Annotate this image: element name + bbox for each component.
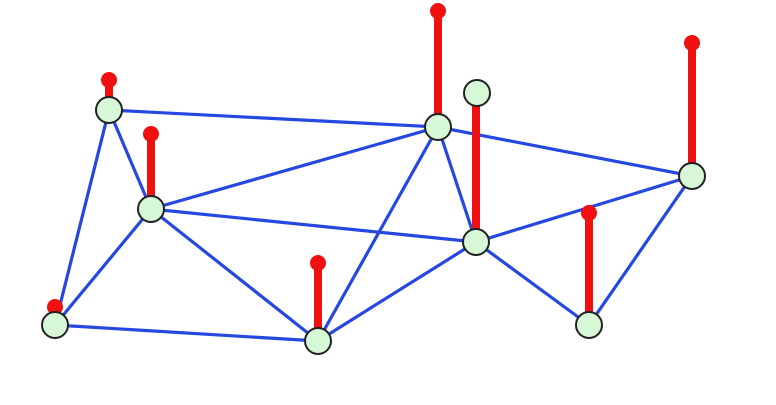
node-n5	[424, 113, 452, 141]
node-n2	[137, 195, 165, 223]
node-n7	[678, 162, 706, 190]
stem-ball-n7	[684, 35, 700, 51]
node-n4	[304, 327, 332, 355]
node-n1	[95, 96, 123, 124]
edge-n5-n7	[436, 125, 694, 178]
edge-n1-n3	[53, 108, 111, 327]
node-n6	[462, 228, 490, 256]
edge-n3-n4	[53, 323, 320, 343]
node-n8	[575, 311, 603, 339]
nodes-layer	[41, 79, 706, 355]
stem-ball-n5	[430, 3, 446, 19]
edge-n1-n2	[107, 108, 153, 211]
stem-ball-n4	[310, 255, 326, 271]
edge-n2-n6	[149, 207, 478, 244]
stem-ball-n8	[581, 205, 597, 221]
edge-n4-n6	[316, 240, 478, 343]
edge-n4-n5	[316, 125, 440, 343]
stem-ball-n1	[101, 72, 117, 88]
edge-n2-n3	[53, 207, 153, 327]
node-n3	[41, 311, 69, 339]
stem-ball-n3	[47, 299, 63, 315]
node-n9	[463, 79, 491, 107]
edge-n1-n5	[107, 108, 440, 129]
edge-n2-n5	[149, 125, 440, 211]
stem-ball-n2	[143, 126, 159, 142]
edge-n6-n8	[474, 240, 591, 327]
edge-n2-n4	[149, 207, 320, 343]
edge-n7-n8	[587, 174, 694, 327]
edge-n5-n6	[436, 125, 478, 244]
